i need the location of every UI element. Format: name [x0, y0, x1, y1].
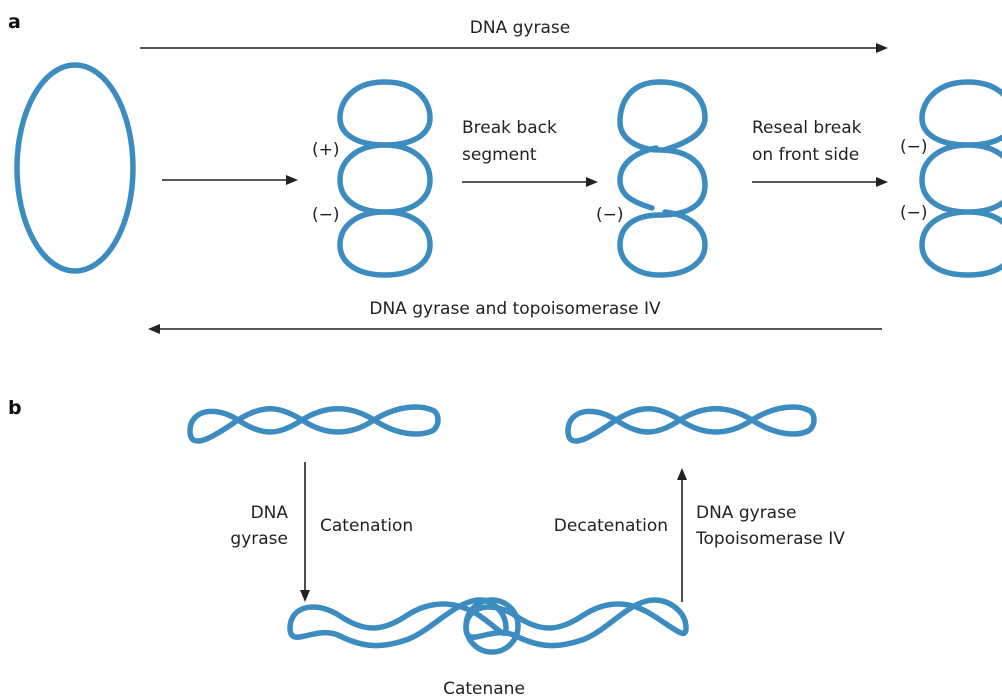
step2-label-line2: on front side [752, 145, 859, 165]
catenane-label: Catenane [443, 679, 525, 699]
arrow-1 [162, 175, 298, 185]
arrow-2 [462, 177, 598, 187]
decatenation-arrow [677, 468, 687, 602]
panel-b-letter: b [8, 397, 22, 419]
sign-minus-4: (−) [900, 203, 928, 223]
right-enzyme-line1: DNA gyrase [696, 503, 796, 523]
panel-a-letter: a [8, 11, 21, 33]
step1-label-line2: segment [462, 145, 537, 165]
sign-minus-2: (−) [596, 205, 624, 225]
step2-label-line1: Reseal break [752, 118, 862, 138]
bottom-arrow-label: DNA gyrase and topoisomerase IV [369, 299, 661, 319]
decatenation-label: Decatenation [554, 516, 668, 536]
catenation-label: Catenation [320, 516, 413, 536]
supercoil-2-broken [617, 79, 708, 278]
step1-label-line1: Break back [462, 118, 557, 138]
top-arrow-label: DNA gyrase [470, 18, 570, 38]
supercoil-chain-left [187, 404, 441, 444]
supercoil-1 [337, 79, 433, 278]
left-enzyme-line2: gyrase [230, 529, 288, 549]
supercoil-3 [919, 79, 1002, 278]
arrow-3 [752, 177, 888, 187]
bottom-arrow [148, 324, 882, 334]
sign-minus-1: (−) [312, 205, 340, 225]
sign-plus-1: (+) [312, 140, 340, 160]
supercoil-chain-right [565, 404, 817, 444]
top-arrow [140, 43, 888, 53]
sign-minus-3: (−) [900, 137, 928, 157]
right-enzyme-line2: Topoisomerase IV [695, 529, 845, 549]
left-enzyme-line1: DNA [251, 503, 289, 523]
catenane [287, 597, 689, 655]
catenation-arrow [300, 462, 310, 602]
relaxed-circular-dna [14, 62, 136, 274]
